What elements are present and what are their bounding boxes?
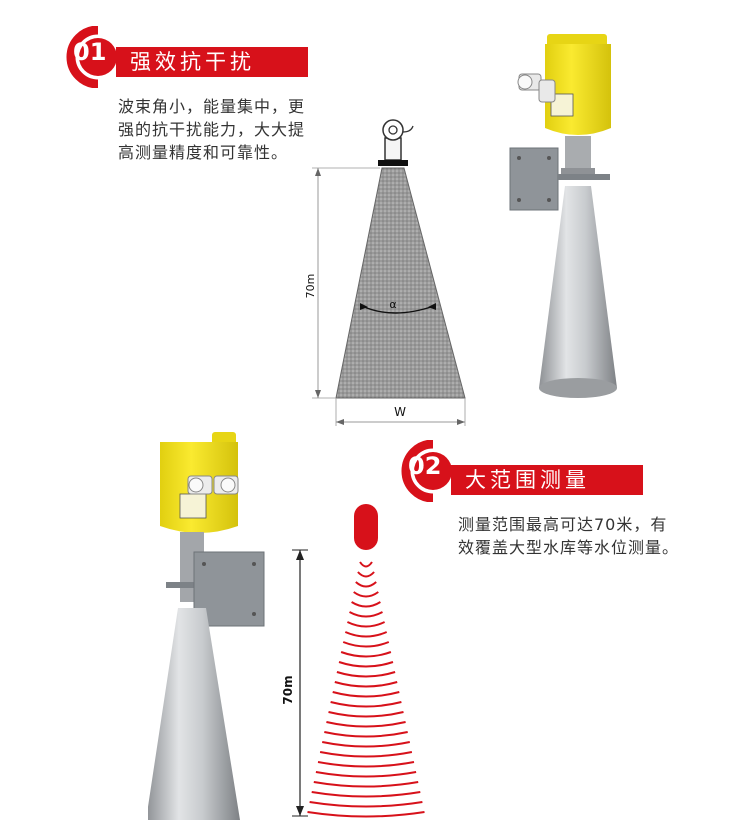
wave-arc	[351, 601, 381, 608]
section1-description: 波束角小，能量集中，更 强的抗干扰能力，大大提 高测量精度和可靠性。	[118, 95, 305, 164]
wave-arc	[344, 631, 388, 638]
wave-arc	[321, 741, 411, 748]
wave-arc	[307, 811, 425, 818]
wave-arc	[338, 661, 394, 668]
wave-arc	[309, 801, 423, 808]
wave-arc	[317, 761, 415, 768]
wave-arc	[349, 611, 383, 618]
section1-number: 01	[73, 38, 107, 66]
wave-arc	[336, 671, 396, 678]
wave-arc	[326, 721, 406, 728]
radar-level-gauge-image	[148, 432, 265, 820]
height-label: 70m	[304, 274, 317, 299]
wave-arc	[330, 701, 402, 708]
wave-arc	[342, 641, 390, 648]
section2-description: 测量范围最高可达70米，有 效覆盖大型水库等水位测量。	[458, 513, 679, 559]
section2-title: 大范围测量	[451, 465, 643, 495]
wave-arc	[328, 711, 404, 718]
width-label: W	[394, 405, 406, 419]
wave-arc	[346, 621, 386, 628]
wave-arc	[313, 781, 419, 788]
section1-title: 强效抗干扰	[116, 47, 308, 77]
section1-badge	[66, 26, 117, 88]
section2-badge	[401, 440, 452, 502]
radar-wave-arcs	[307, 561, 425, 818]
wave-arc	[359, 561, 373, 568]
section1-line: 强的抗干扰能力，大大提	[118, 120, 306, 139]
wave-arc	[332, 691, 400, 698]
angle-label: α	[389, 298, 396, 311]
wave-arc	[334, 681, 398, 688]
section1-line: 波束角小，能量集中，更	[118, 97, 306, 116]
wave-arc	[311, 791, 421, 798]
section2-number: 02	[408, 452, 442, 480]
wave-arc	[340, 651, 392, 658]
antenna-icon	[378, 119, 414, 166]
wave-arc	[315, 771, 417, 778]
beam-angle-diagram: α 70m W	[304, 119, 466, 426]
wave-arc	[355, 581, 377, 588]
measurement-wave-diagram: 70m	[281, 504, 425, 818]
section2-line: 效覆盖大型水库等水位测量。	[458, 538, 680, 557]
wave-arc	[353, 591, 379, 598]
section1-line: 高测量精度和可靠性。	[118, 143, 289, 162]
wave-arc	[357, 571, 375, 578]
radar-level-gauge-image	[509, 34, 617, 398]
wave-arc	[324, 731, 408, 738]
height-label: 70m	[281, 675, 295, 704]
section2-line: 测量范围最高可达70米，有	[458, 515, 668, 534]
wave-arc	[319, 751, 413, 758]
